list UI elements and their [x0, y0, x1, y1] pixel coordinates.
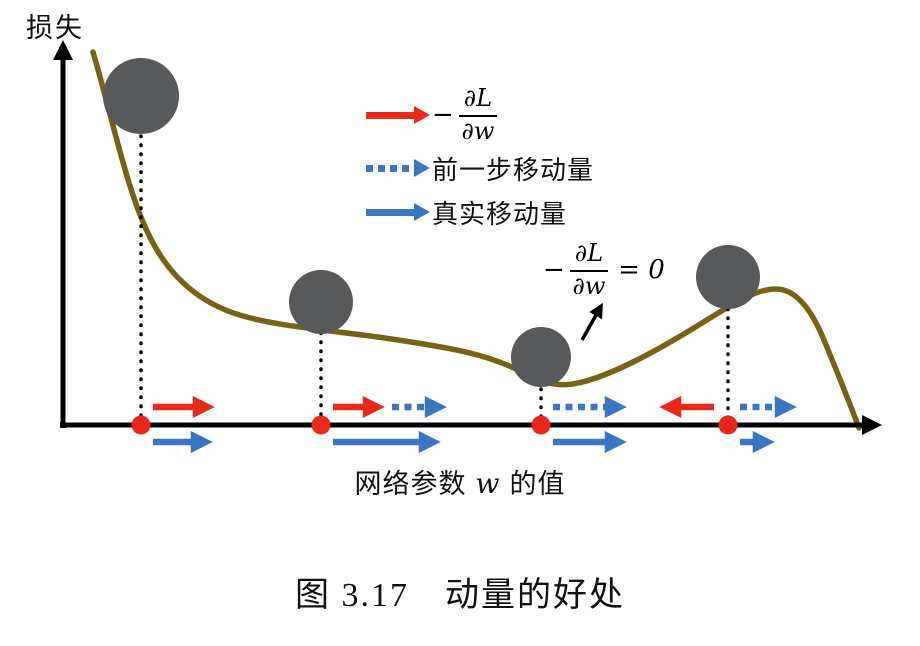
figure-caption: 图 3.17 动量的好处: [295, 577, 625, 614]
minus-sign: −: [543, 255, 565, 286]
ball-4: [696, 245, 760, 309]
legend-item-gradient: − ∂L ∂w: [366, 84, 594, 146]
ball-2: [289, 270, 353, 334]
ball-3: [511, 327, 571, 387]
y-axis-label: 损失: [26, 13, 84, 43]
legend-item-previous-step: 前一步移动量: [366, 146, 594, 190]
param-dot-2: [311, 415, 331, 435]
x-axis-label: 网络参数 w 的值: [0, 462, 920, 501]
legend-label-previous: 前一步移动量: [432, 154, 595, 185]
red-arrow-icon: [366, 111, 414, 119]
fraction-numerator: ∂L: [458, 84, 498, 117]
fraction-denominator: ∂w: [572, 271, 606, 300]
equals-zero: = 0: [618, 255, 665, 286]
minus-sign: −: [432, 100, 454, 130]
fraction-numerator: ∂L: [569, 239, 609, 272]
param-dot-1: [131, 415, 151, 435]
x-label-post: 的值: [509, 469, 566, 499]
legend-item-actual: 真实移动量: [366, 190, 594, 234]
zero-gradient-annotation: − ∂L ∂w = 0: [543, 239, 665, 300]
annotation-pointer-arrow: [580, 302, 603, 341]
fraction-denominator: ∂w: [461, 116, 495, 145]
fraction: ∂L ∂w: [458, 84, 498, 145]
legend-label-actual: 真实移动量: [432, 198, 568, 229]
blue-dotted-arrow-icon: [366, 164, 414, 172]
gradient-formula: − ∂L ∂w: [432, 84, 498, 145]
legend: − ∂L ∂w 前一步移动量 真实移动量: [366, 84, 594, 234]
blue-arrow-icon: [366, 208, 414, 216]
x-label-pre: 网络参数: [354, 469, 467, 499]
param-dot-4: [718, 415, 738, 435]
fraction: ∂L ∂w: [569, 239, 609, 300]
x-label-variable: w: [475, 467, 501, 500]
param-dot-3: [531, 415, 551, 435]
ball-1: [103, 58, 179, 134]
